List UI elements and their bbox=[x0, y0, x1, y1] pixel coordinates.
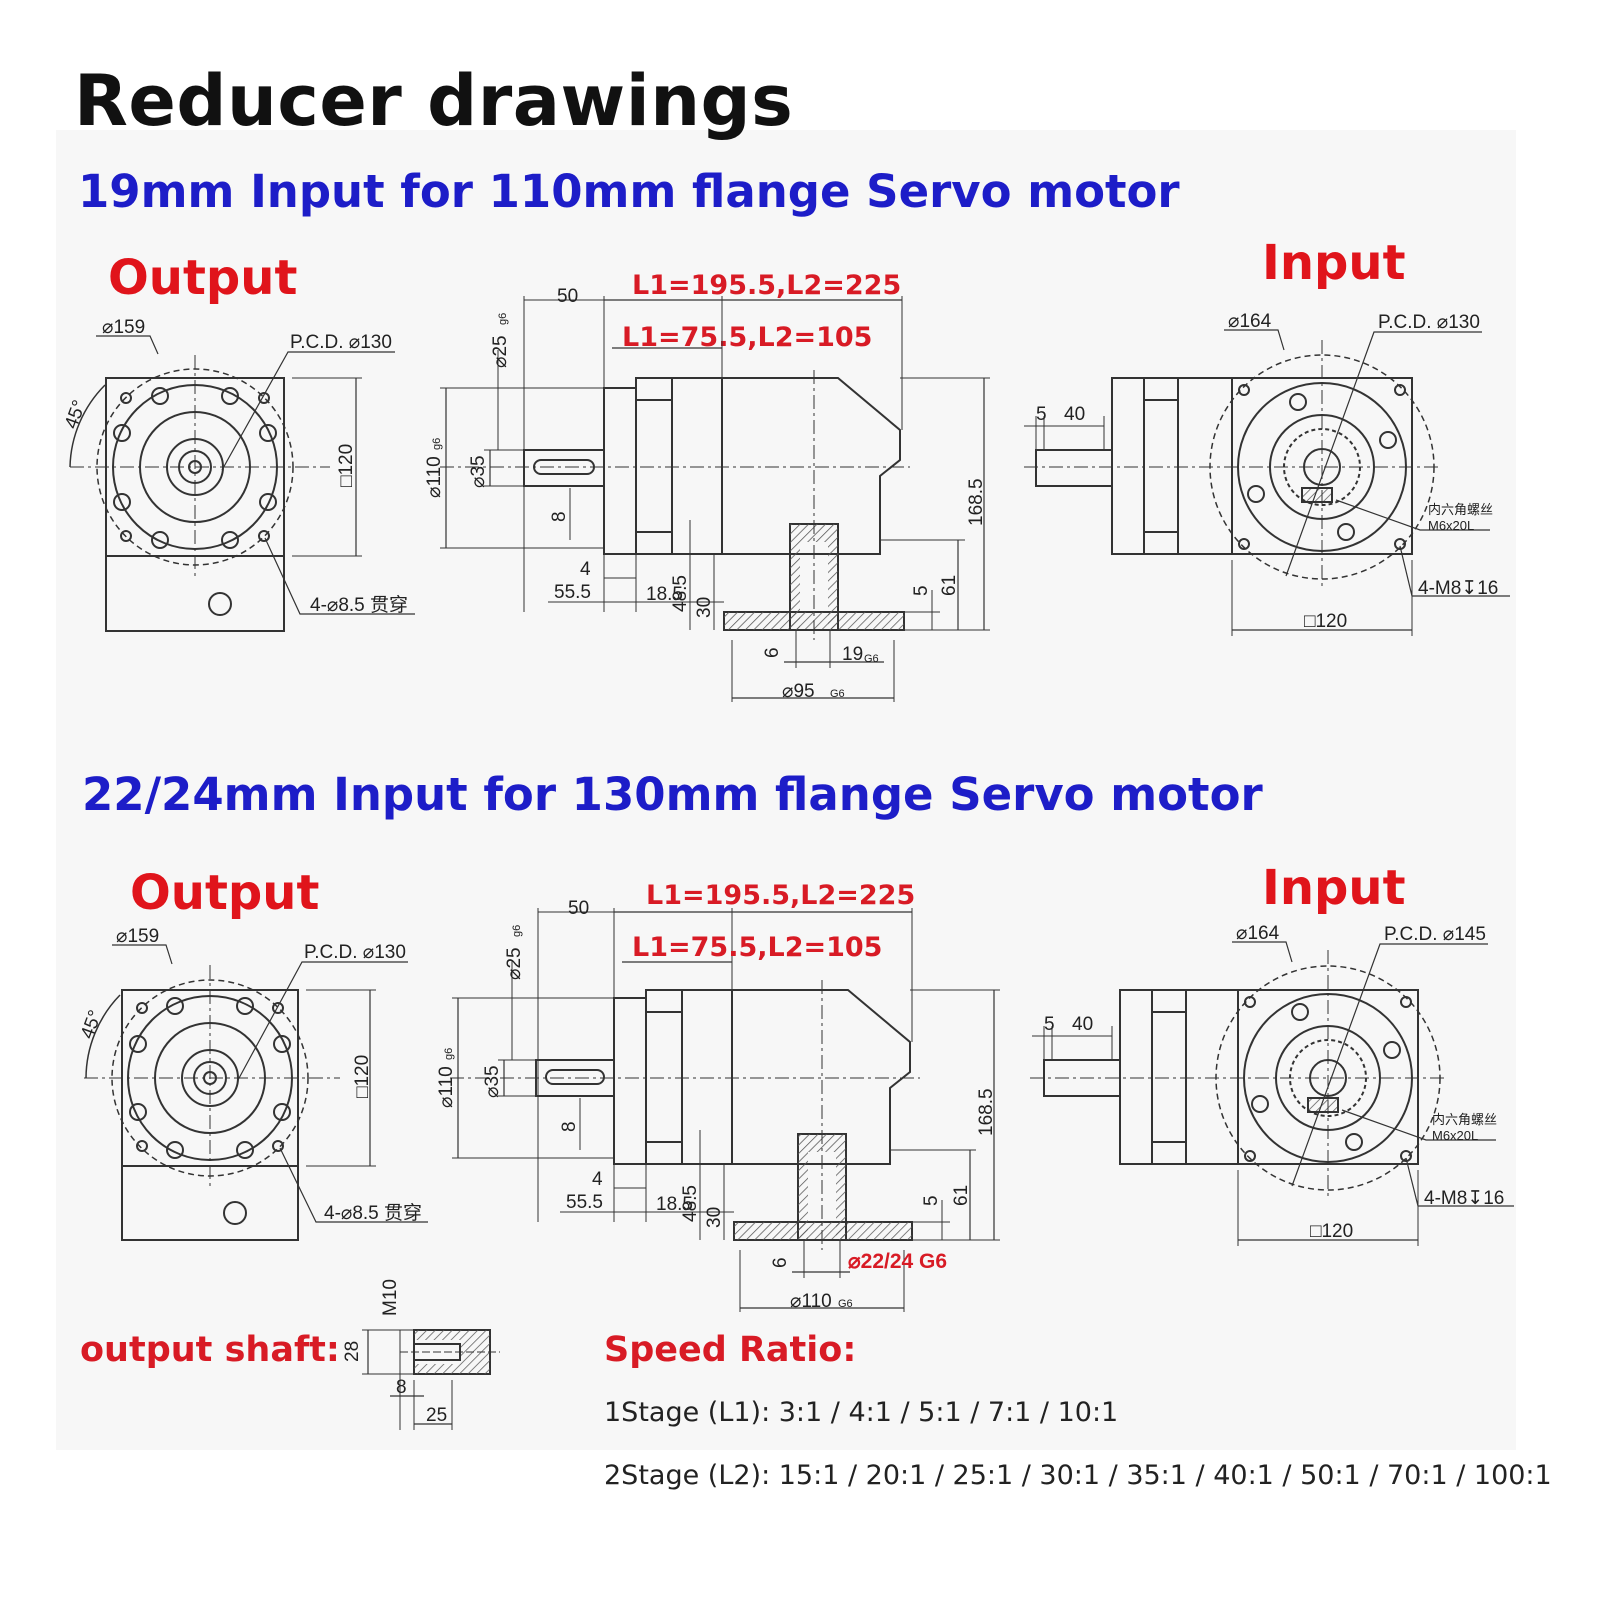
s2-side-d5: 5 bbox=[921, 1195, 942, 1206]
shaft-d28: 28 bbox=[342, 1341, 363, 1362]
s1-side-d110: ⌀110 bbox=[424, 456, 445, 498]
s1-input-view bbox=[1024, 329, 1510, 636]
output-shaft-detail bbox=[362, 1329, 500, 1430]
s2-out-d159: ⌀159 bbox=[116, 926, 159, 947]
s2-in-screw: M6x20L bbox=[1432, 1128, 1478, 1143]
s1-output-view bbox=[69, 335, 415, 632]
s2-in-screw-cn: 内六角螺丝 bbox=[1432, 1112, 1497, 1127]
s1-side-d1685: 168.5 bbox=[966, 478, 987, 526]
s2-side-bore: ⌀22/24 G6 bbox=[848, 1250, 947, 1273]
s2-side-g6a: g6 bbox=[511, 925, 523, 937]
s2-output-view bbox=[84, 944, 428, 1241]
s1-in-d40: 40 bbox=[1064, 404, 1085, 425]
s1-side-d555: 55.5 bbox=[554, 582, 591, 603]
s2-side-d30: 30 bbox=[704, 1207, 725, 1228]
s1-side-d19: 19 bbox=[842, 644, 863, 665]
s2-side-d8: 8 bbox=[559, 1121, 580, 1132]
s1-side-g6a: g6 bbox=[497, 313, 509, 325]
s1-side-g6b: g6 bbox=[431, 438, 443, 450]
s1-in-d5: 5 bbox=[1036, 404, 1047, 425]
s1-in-screw-cn: 内六角螺丝 bbox=[1428, 502, 1493, 517]
s1-side-d25: ⌀25 bbox=[490, 335, 511, 368]
s2-out-angle: 45° bbox=[77, 1008, 107, 1042]
s1-side-g6c: G6 bbox=[864, 653, 879, 665]
section1-heading: 19mm Input for 110mm flange Servo motor bbox=[78, 165, 1180, 218]
s1-side-d50: 50 bbox=[557, 286, 578, 307]
s2-in-d40: 40 bbox=[1072, 1014, 1093, 1035]
s1-side-d35: ⌀35 bbox=[468, 455, 489, 488]
s2-side-d4: 4 bbox=[592, 1169, 603, 1190]
s2-side-d50: 50 bbox=[568, 898, 589, 919]
s1-side-d5: 5 bbox=[911, 585, 932, 596]
s1-side-d4: 4 bbox=[580, 559, 591, 580]
s1-in-pcd: P.C.D. ⌀130 bbox=[1378, 312, 1480, 333]
s2-side-d555: 55.5 bbox=[566, 1192, 603, 1213]
s2-out-holes: 4-⌀8.5 贯穿 bbox=[324, 1202, 422, 1224]
s2-side-d61: 61 bbox=[951, 1185, 972, 1206]
s2-in-pcd: P.C.D. ⌀145 bbox=[1384, 924, 1486, 945]
section2-heading: 22/24mm Input for 130mm flange Servo mot… bbox=[82, 768, 1263, 821]
s1-side-d8: 8 bbox=[549, 511, 570, 522]
s1-out-square: □120 bbox=[336, 444, 357, 487]
section1-input-label: Input bbox=[1262, 235, 1406, 291]
s1-in-screw: M6x20L bbox=[1428, 518, 1474, 533]
page-title: Reducer drawings bbox=[74, 60, 794, 142]
s2-input-view bbox=[1030, 941, 1514, 1246]
speed-ratio-stage1: 1Stage (L1): 3:1 / 4:1 / 5:1 / 7:1 / 10:… bbox=[604, 1397, 1119, 1428]
s2-side-g6b: g6 bbox=[443, 1048, 455, 1060]
s2-in-d164: ⌀164 bbox=[1236, 923, 1280, 944]
s1-out-pcd: P.C.D. ⌀130 bbox=[290, 332, 392, 353]
s2-side-g6d: G6 bbox=[838, 1298, 853, 1310]
s1-side-d185: 18.5 bbox=[646, 584, 683, 605]
s2-side-view bbox=[450, 908, 1000, 1312]
s1-side-d6: 6 bbox=[762, 647, 783, 658]
s1-out-angle: 45° bbox=[61, 398, 91, 432]
s2-side-d110: ⌀110 bbox=[436, 1066, 457, 1108]
s2-side-d6: 6 bbox=[770, 1257, 791, 1268]
s1-side-d95: ⌀95 bbox=[782, 681, 815, 702]
output-shaft-label: output shaft: bbox=[80, 1330, 340, 1370]
shaft-d8: 8 bbox=[396, 1377, 407, 1398]
s2-side-d25: ⌀25 bbox=[504, 947, 525, 980]
s1-side-g6d: G6 bbox=[830, 688, 845, 700]
s2-side-d35: ⌀35 bbox=[482, 1065, 503, 1098]
shaft-m10: M10 bbox=[380, 1279, 401, 1316]
s1-in-square: □120 bbox=[1304, 611, 1347, 632]
s1-out-holes: 4-⌀8.5 贯穿 bbox=[310, 594, 408, 616]
s1-in-d164: ⌀164 bbox=[1228, 311, 1272, 332]
section2-input-label: Input bbox=[1262, 860, 1406, 916]
s1-out-d159: ⌀159 bbox=[102, 317, 145, 338]
section1-output-label: Output bbox=[108, 250, 298, 306]
s1-side-d61: 61 bbox=[939, 575, 960, 596]
speed-ratio-label: Speed Ratio: bbox=[604, 1330, 857, 1370]
s2-side-d185: 18.5 bbox=[656, 1194, 693, 1215]
s2-side-d110b: ⌀110 bbox=[790, 1291, 832, 1312]
section2-length-partial: L1=75.5,L2=105 bbox=[632, 932, 883, 963]
section1-length-total: L1=195.5,L2=225 bbox=[632, 270, 902, 301]
s2-out-square: □120 bbox=[352, 1055, 373, 1098]
s2-out-pcd: P.C.D. ⌀130 bbox=[304, 942, 406, 963]
speed-ratio-stage2: 2Stage (L2): 15:1 / 20:1 / 25:1 / 30:1 /… bbox=[604, 1460, 1552, 1491]
s2-side-d485: 48.5 bbox=[680, 1185, 701, 1222]
s2-in-square: □120 bbox=[1310, 1221, 1353, 1242]
section2-output-label: Output bbox=[130, 865, 320, 921]
s2-side-d1685: 168.5 bbox=[976, 1088, 997, 1136]
s1-side-d485: 48.5 bbox=[670, 575, 691, 612]
section2-length-total: L1=195.5,L2=225 bbox=[646, 880, 916, 911]
s1-side-view bbox=[440, 296, 990, 702]
s1-side-d30: 30 bbox=[694, 597, 715, 618]
s2-in-d5: 5 bbox=[1044, 1014, 1055, 1035]
s1-in-tap: 4-M8↧16 bbox=[1418, 578, 1498, 599]
shaft-d25: 25 bbox=[426, 1405, 447, 1426]
s2-in-tap: 4-M8↧16 bbox=[1424, 1188, 1504, 1209]
